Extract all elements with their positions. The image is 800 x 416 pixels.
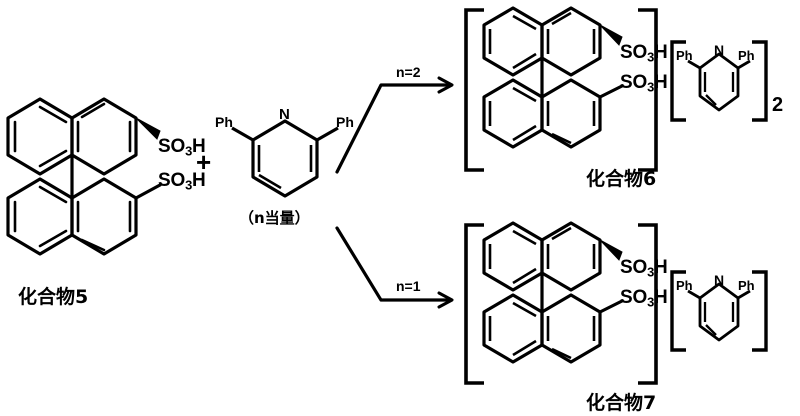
product6-counterion-nitrogen-label: N [714,42,725,58]
product6-bond-lower-sulfonate [598,84,624,99]
reagent-nitrogen-label: N [279,106,290,123]
product7-counterion-ph-left-label: Ph [676,278,693,293]
product6-wedge-bond-upper [599,24,623,46]
product6-sulfonate-upper-label: SO3H [620,42,668,65]
product7-wedge-bond-upper [599,239,623,261]
product6-sulfonate-lower-label: SO3H [620,72,668,95]
reactant-compound-label: 化合物5 [18,286,89,308]
reagent-equivalents-note: （n当量） [239,209,310,227]
wedge-bond-upper [135,117,161,140]
arrow-n2-condition-label: n=2 [396,64,421,80]
arrow-n1 [335,226,454,309]
product7-counterion-ph-right-label: Ph [738,278,755,293]
reactant-binaphthyl-structure [6,97,138,256]
product6-compound-label: 化合物6 [586,168,657,190]
product7-bond-lower-sulfonate [598,299,624,314]
arrow-n2 [335,76,454,174]
product7-counterion-nitrogen-label: N [714,272,725,288]
product6-counterion-ph-right-label: Ph [738,48,755,63]
product7-binaphthyl-structure [482,221,602,364]
product7-sulfonate-upper-label: SO3H [620,257,668,280]
bond-lower-sulfonate [134,183,162,200]
reagent-ph-left-label: Ph [215,114,233,130]
product7-compound-label: 化合物7 [586,392,657,414]
plus-sign: + [196,147,212,177]
product6-anion-bracket [464,8,658,172]
reagent-pyridine-ring [231,119,339,198]
reactant-sulfonate-lower-label: SO3H [158,170,206,193]
reagent-ph-right-label: Ph [336,114,354,130]
product6-counterion-bracket [670,40,768,122]
product7-counterion-bracket [670,270,768,352]
product6-counterion-multiplier: 2 [772,94,784,116]
product6-counterion-ph-left-label: Ph [676,48,693,63]
product7-sulfonate-lower-label: SO3H [620,287,668,310]
product7-anion-bracket [464,223,658,385]
product6-binaphthyl-structure [482,6,602,149]
product7-pyridine-ring [687,282,751,342]
arrow-n1-condition-label: n=1 [396,278,421,294]
reactant-sulfonate-upper-label: SO3H [158,136,206,159]
product6-pyridine-ring [687,52,751,112]
